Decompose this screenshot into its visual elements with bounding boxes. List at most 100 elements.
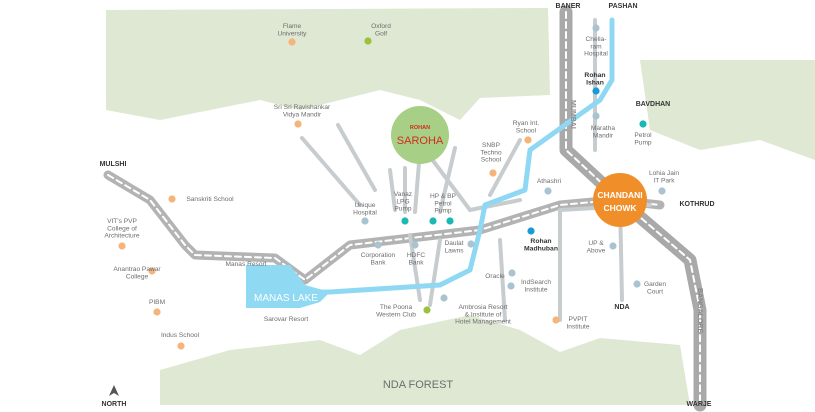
label-poona-line: The Poona	[380, 304, 413, 311]
marker-indus	[177, 342, 185, 350]
highway-west	[103, 170, 665, 285]
label-hpbp-line: HP & BP	[430, 193, 457, 200]
marker-corporation	[374, 241, 382, 249]
label-daulat-line: Lawns	[444, 247, 464, 254]
marker-oracle	[508, 269, 516, 277]
label-athashri-line: Athashri	[537, 178, 562, 185]
label-pibm: PIBM	[149, 299, 165, 306]
label-oracle: Oracle	[485, 273, 505, 280]
label-ryan-line: Ryan Int.	[513, 120, 540, 127]
label-vit-line: College of	[107, 225, 137, 232]
area-kothrud: KOTHRUD	[680, 201, 715, 208]
saroha-brand: ROHAN	[410, 125, 430, 131]
label-sanskriti: Sanskriti School	[186, 196, 234, 203]
label-hdfc-line: Bank	[408, 259, 424, 266]
label-snbp-line: SNBP	[482, 142, 501, 149]
marker-indsearch	[507, 282, 515, 290]
label-manas-resort: Manas Resort	[225, 261, 266, 268]
label-unique-line: Hospital	[353, 209, 377, 216]
label-oxford-line: Oxford	[371, 23, 391, 30]
area-nda: NDA	[614, 304, 629, 311]
marker-sanskriti	[168, 195, 176, 203]
label-sanskriti-line: Sanskriti School	[186, 196, 234, 203]
marker-ishan	[592, 87, 600, 95]
marker-snbp	[489, 169, 497, 177]
marker-lohia	[658, 187, 666, 195]
marker-ambrosia	[440, 294, 448, 302]
hills-bavdhan-area	[640, 60, 815, 160]
label-chellaram-line: Chella-	[586, 36, 607, 43]
label-sarovar: Sarovar Resort	[264, 316, 309, 323]
label-ryan: Ryan Int.School	[513, 120, 540, 134]
chowk-line1: CHANDANI	[597, 190, 642, 200]
north-arrow-icon	[109, 385, 119, 396]
poi-markers[interactable]	[118, 24, 666, 350]
label-ambrosia-line: Ambrosia Resort	[458, 304, 507, 311]
label-unique-line: Unique	[355, 202, 376, 209]
label-snbp-line: Techno	[480, 149, 502, 156]
label-vit-line: Architecture	[104, 233, 140, 240]
label-lohia-line: IT Park	[653, 177, 675, 184]
marker-garden	[633, 280, 641, 288]
lake-label: MANAS LAKE	[254, 293, 318, 304]
marker-poona	[423, 306, 431, 314]
marker-hp1	[429, 217, 437, 225]
marker-hp2	[446, 217, 454, 225]
label-srisri-line: Sri Sri Ravishankar	[274, 104, 331, 111]
marker-srisri	[294, 120, 302, 128]
marker-vanaz	[401, 217, 409, 225]
label-anantrao-line: College	[126, 273, 149, 280]
road-label-mumbai: MUMBAI	[569, 100, 576, 129]
blue-route	[287, 17, 615, 295]
area-warje: WARJE	[687, 401, 712, 408]
label-oxford-line: Golf	[375, 30, 387, 37]
label-pibm-line: PIBM	[149, 299, 165, 306]
label-hdfc-line: HDFC	[407, 252, 426, 259]
saroha-badge-circle[interactable]	[391, 106, 449, 164]
label-sarovar-line: Sarovar Resort	[264, 316, 309, 323]
area-north: NORTH	[102, 401, 127, 408]
label-poona-line: Western Club	[376, 311, 416, 318]
label-maratha-line: Mandir	[593, 132, 614, 139]
label-manas-resort-line: Manas Resort	[225, 261, 266, 268]
label-flame-line: University	[278, 30, 308, 37]
label-garden-line: Court	[647, 288, 663, 295]
label-vanaz-line: Pump	[394, 206, 412, 213]
label-petrol-line: Petrol	[634, 132, 652, 139]
chandani-chowk-circle[interactable]	[593, 173, 647, 227]
label-garden-line: Garden	[644, 281, 666, 288]
marker-flame	[288, 38, 296, 46]
label-ambrosia-line: & Institute of	[465, 311, 502, 318]
label-upabove: UP &Above	[587, 240, 606, 254]
forest-label: NDA FOREST	[383, 379, 454, 391]
label-pvpit-line: Institute	[566, 323, 589, 330]
marker-hdfc	[411, 241, 419, 249]
marker-daulat	[467, 240, 475, 248]
label-indus: Indus School	[161, 332, 200, 339]
marker-unique	[361, 217, 369, 225]
label-vanaz-line: Vanaz	[394, 191, 412, 198]
area-mulshi: MULSHI	[100, 161, 127, 168]
marker-chellaram	[592, 24, 600, 32]
label-petrol-line: Pump	[634, 139, 652, 146]
label-snbp-line: School	[481, 157, 502, 164]
